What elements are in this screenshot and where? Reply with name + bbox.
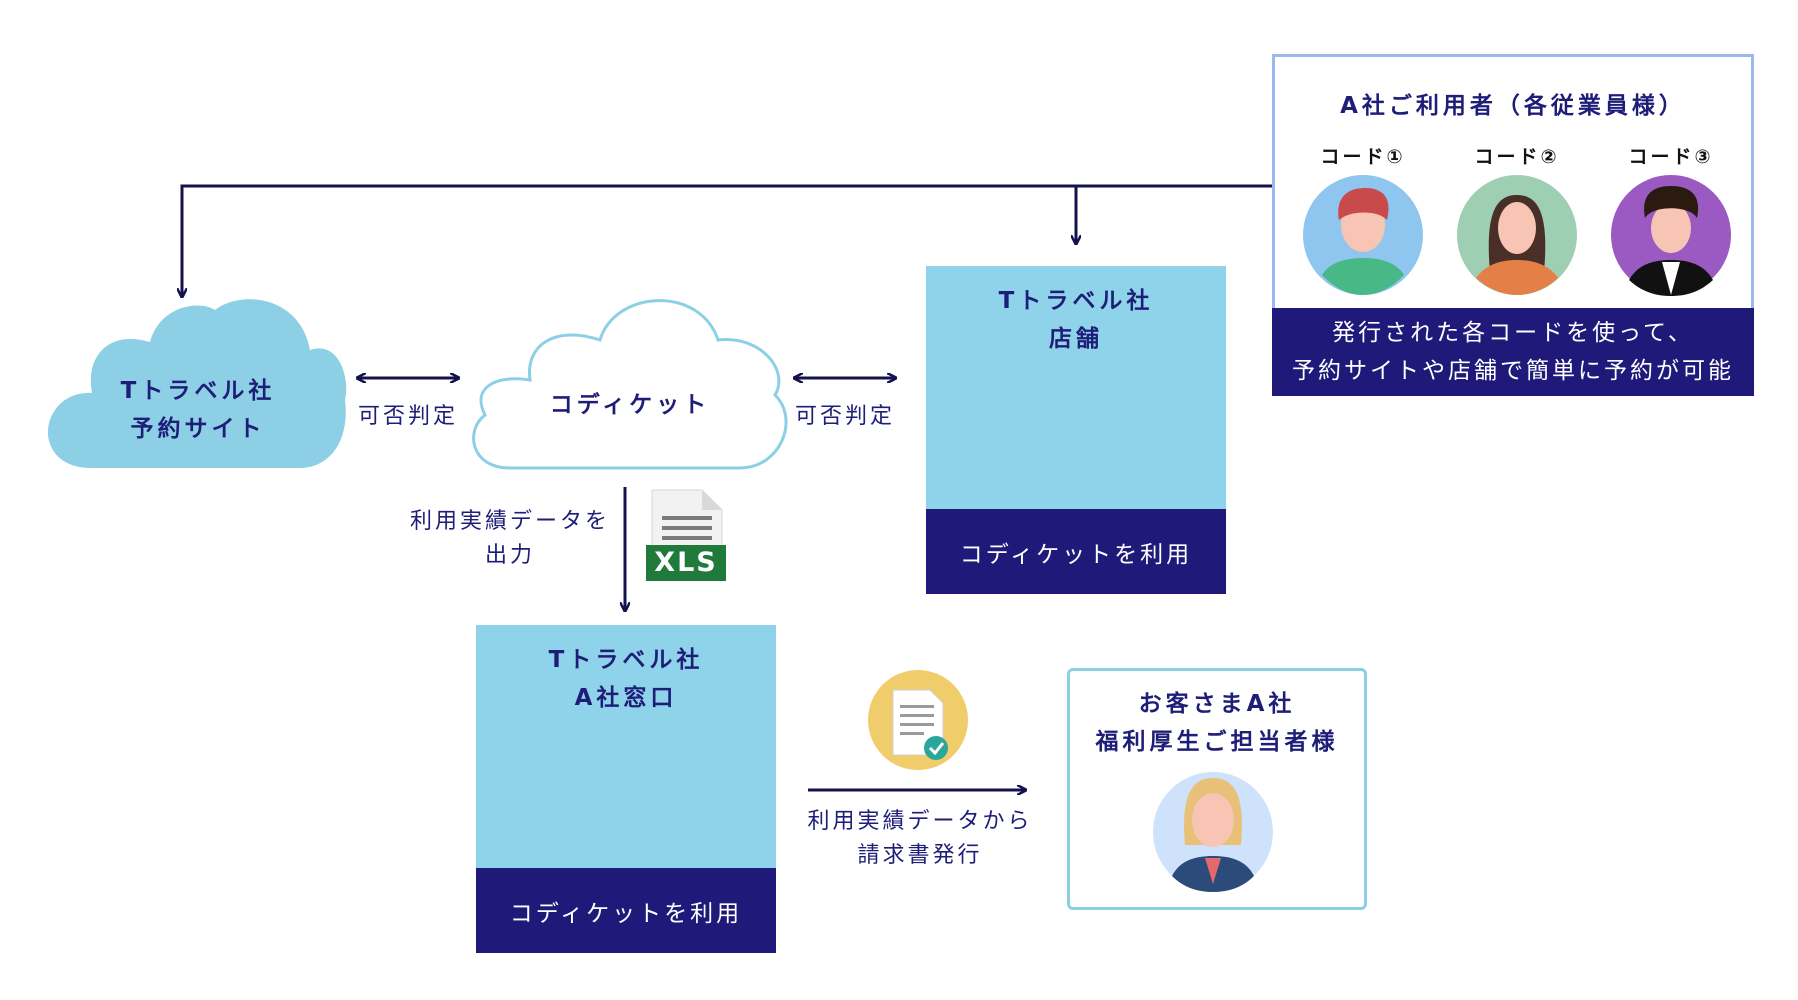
- window-title-line2: A社窓口: [574, 685, 678, 711]
- top-connector: [182, 184, 1275, 296]
- reservation-site-title-line2: 予約サイト: [130, 416, 266, 442]
- invoice-label-line1: 利用実績データから: [807, 809, 1033, 834]
- export-label: 利用実績データを 出力: [410, 505, 610, 573]
- user-avatar-2: [1457, 175, 1577, 295]
- invoice-doc-icon: [868, 670, 968, 770]
- users-footer-line1: 発行された各コードを使って、: [1332, 320, 1694, 346]
- store-title-line1: Tトラベル社: [998, 288, 1154, 314]
- window-box: Tトラベル社 A社窓口: [476, 625, 776, 868]
- users-title: A社ご利用者（各従業員様）: [1340, 93, 1686, 119]
- window-title-line1: Tトラベル社: [548, 647, 704, 673]
- users-footer-line2: 予約サイトや店舗で簡単に予約が可能: [1292, 358, 1734, 384]
- user-avatar-1: [1303, 175, 1423, 295]
- store-footer: コディケットを利用: [926, 509, 1226, 594]
- window-footer-text: コディケットを利用: [509, 900, 743, 927]
- client-box: お客さまA社 福利厚生ご担当者様: [1067, 668, 1367, 910]
- invoice-label: 利用実績データから 請求書発行: [800, 805, 1040, 873]
- client-contact-avatar: [1153, 772, 1273, 892]
- window-footer: コディケットを利用: [476, 868, 776, 953]
- users-box: A社ご利用者（各従業員様）: [1272, 54, 1754, 308]
- users-footer: 発行された各コードを使って、 予約サイトや店舗で簡単に予約が可能: [1272, 308, 1754, 396]
- judgement-left-label: 可否判定: [357, 404, 458, 429]
- code-1-label: コード①: [1320, 146, 1406, 168]
- invoice-label-line2: 請求書発行: [857, 843, 983, 868]
- judgement-right-label: 可否判定: [794, 404, 895, 429]
- xls-badge: XLS: [654, 547, 718, 578]
- export-label-line1: 利用実績データを: [410, 509, 611, 534]
- client-title-line2: 福利厚生ご担当者様: [1095, 729, 1339, 755]
- code-2-label: コード②: [1474, 146, 1560, 168]
- reservation-site-title-line1: Tトラベル社: [120, 378, 276, 404]
- store-footer-text: コディケットを利用: [959, 541, 1193, 568]
- reservation-site-title: Tトラベル社 予約サイト: [98, 372, 298, 448]
- coticket-title: コディケット: [549, 392, 711, 418]
- user-avatar-3: [1611, 175, 1731, 296]
- xls-file-icon: [646, 489, 726, 581]
- reservation-site-cloud: [47, 299, 347, 468]
- code-3-label: コード③: [1628, 146, 1714, 168]
- client-title-line1: お客さまA社: [1138, 691, 1296, 717]
- coticket-cloud: [472, 299, 788, 470]
- store-title-line2: 店舗: [1049, 326, 1103, 352]
- store-box: Tトラベル社 店舗: [926, 266, 1226, 509]
- export-label-line2: 出力: [484, 543, 535, 568]
